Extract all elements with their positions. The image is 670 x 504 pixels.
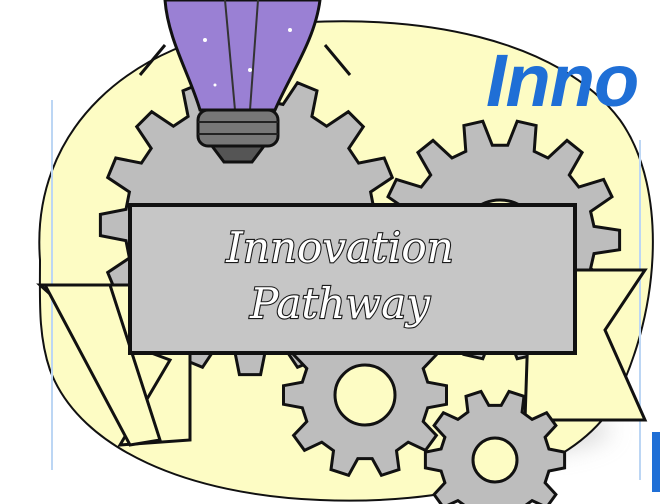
gear-icon bbox=[423, 389, 567, 504]
glow-ray-left bbox=[138, 44, 167, 76]
glow-ray-right bbox=[323, 44, 352, 76]
banner-title-line2: Pathway bbox=[249, 279, 431, 328]
accent-bar bbox=[652, 432, 660, 492]
slide-heading: Inno bbox=[486, 39, 639, 122]
banner-fold-left bbox=[42, 283, 162, 447]
lightbulb-icon bbox=[138, 0, 352, 164]
banner-title-line1: Innovation bbox=[225, 223, 453, 272]
banner bbox=[128, 203, 577, 355]
